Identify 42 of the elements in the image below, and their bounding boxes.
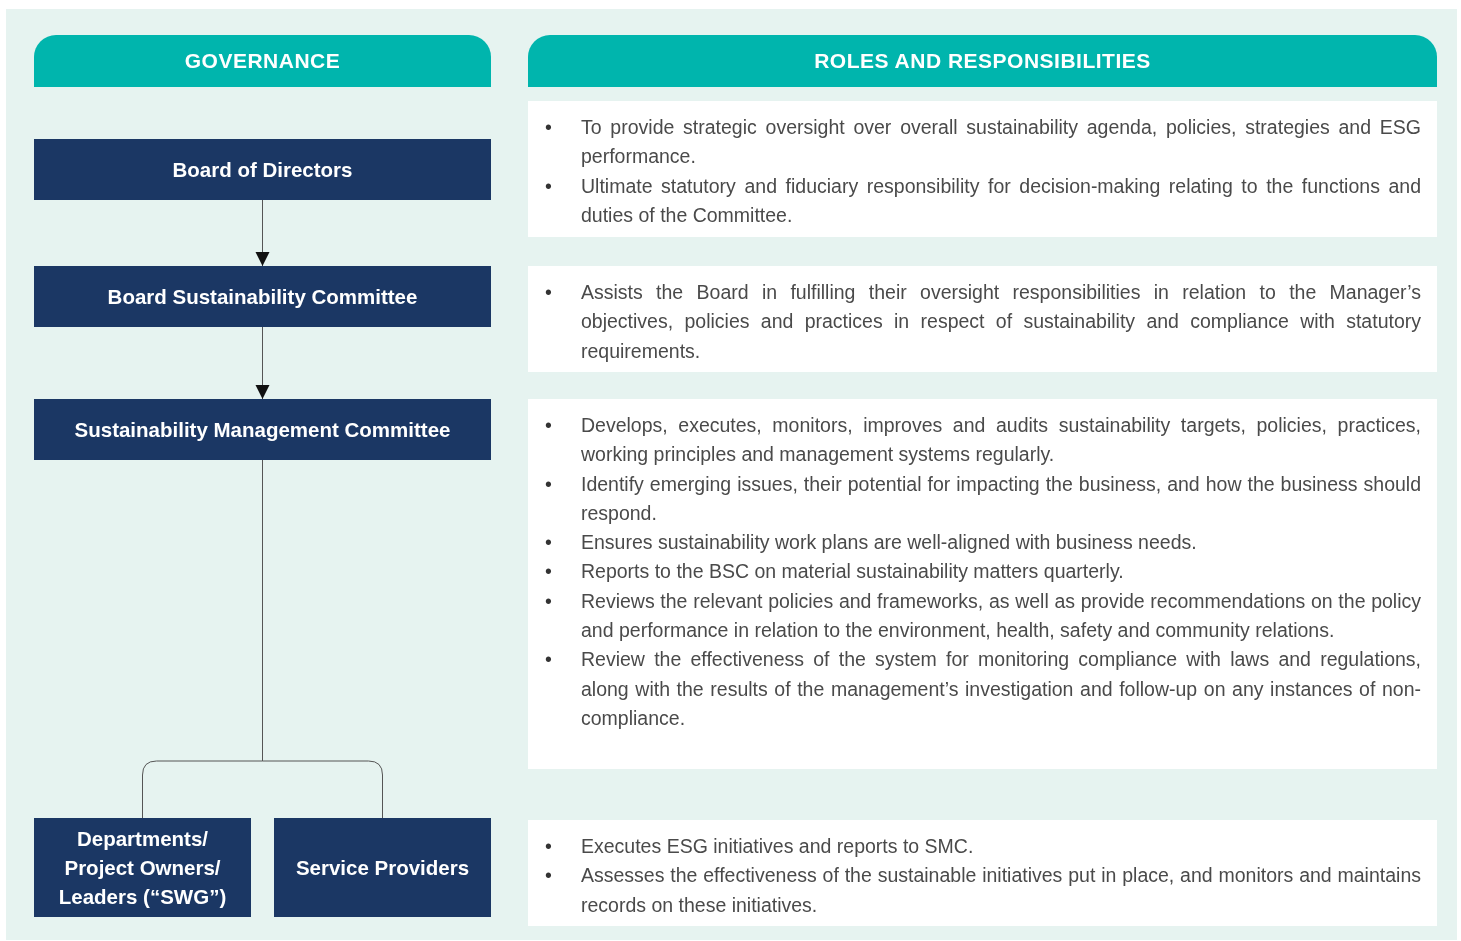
bullet-mark: • [545, 280, 552, 305]
bullet-mark: • [545, 647, 552, 673]
header-title: GOVERNANCE [184, 49, 341, 73]
description-panel [528, 399, 1437, 769]
bullet-mark: • [545, 173, 552, 199]
bullet-mark: • [545, 559, 552, 585]
role-title: Board Sustainability Committee [107, 284, 418, 310]
bullet-item: Ultimate statutory and fiduciary responsibility for decision-making relating to the functions and duties of the Committee. [581, 173, 1421, 228]
bullet-mark: • [545, 413, 552, 438]
bullet-item: Ensures sustainability work plans are well-aligned with business needs. [581, 530, 1198, 556]
bullet-item: Review the effectiveness of the system for monitoring compliance with laws and regulations, along with the results of the management’s investigation and follow-up on any instances of non-compliance. [581, 647, 1421, 731]
bullet-mark: • [545, 471, 552, 497]
column-header [34, 35, 491, 87]
role-title: Service Providers [295, 855, 470, 881]
bullet-mark: • [545, 115, 552, 140]
role-title: Sustainability Management Committee [74, 417, 451, 443]
description-panel [528, 820, 1437, 926]
description-panel [528, 101, 1437, 237]
role-box [34, 818, 251, 917]
bullet-item: To provide strategic oversight over overall sustainability agenda, policies, strategies and ESG performance. [581, 115, 1421, 170]
bullet-item: Assesses the effectiveness of the sustainable initiatives put in place, and monitors and maintains records on these initiatives. [581, 863, 1421, 918]
role-box [34, 139, 491, 200]
bullet-item: Executes ESG initiatives and reports to SMC. [581, 834, 975, 859]
role-box [34, 266, 491, 327]
column-header [528, 35, 1437, 87]
bullet-item: Assists the Board in fulfilling their oversight responsibilities in relation to the Manager’s objectives, policies and practices in respect of sustainability and compliance with statutory requirements. [581, 280, 1421, 364]
role-title: Board of Directors [172, 157, 353, 183]
bullet-item: Identify emerging issues, their potential for impacting the business, and how the business should respond. [581, 471, 1421, 526]
arrow [255, 199, 270, 267]
bullet-mark: • [545, 863, 552, 889]
bullet-mark: • [545, 834, 552, 859]
description-panel [528, 266, 1437, 372]
bullet-item: Reviews the relevant policies and frameworks, as well as provide recommendations on the policy and performance in relation to the environment, health, safety and community relations. [581, 588, 1421, 644]
bullet-mark: • [545, 588, 552, 614]
bullet-item: Reports to the BSC on material sustainability matters quarterly. [581, 559, 1125, 585]
bullet-item: Develops, executes, monitors, improves and audits sustainability targets, policies, practices, working principles and management systems regularly. [581, 413, 1421, 468]
role-box [274, 818, 491, 917]
role-title: Departments/ Project Owners/ Leaders (“SWG”) [57, 826, 228, 910]
role-box [34, 399, 491, 460]
arrow [255, 326, 270, 400]
bullet-mark: • [545, 530, 552, 556]
header-title: ROLES AND RESPONSIBILITIES [814, 49, 1151, 73]
